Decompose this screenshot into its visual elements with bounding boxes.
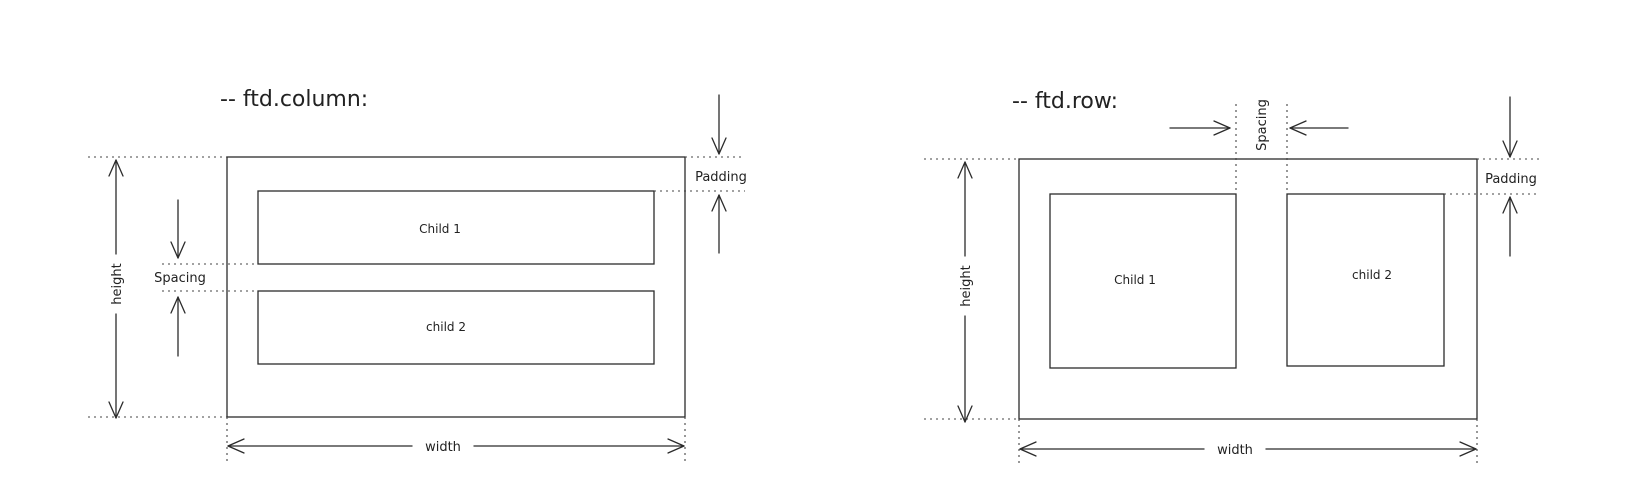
row-title: -- ftd.row:	[1012, 89, 1118, 114]
column-container-box	[226, 156, 686, 418]
column-width-arrow	[227, 438, 685, 454]
column-title: -- ftd.column:	[220, 87, 368, 112]
row-width-arrow	[1019, 441, 1477, 457]
row-width-label: width	[1217, 443, 1253, 458]
column-child-2-box	[257, 290, 655, 365]
row-diagram: -- ftd.row: Child 1 child 2 height	[924, 89, 1540, 466]
row-child-1-box	[1049, 193, 1237, 369]
row-container-box	[1018, 158, 1478, 420]
column-width-label: width	[425, 440, 461, 455]
column-diagram: -- ftd.column: Child 1 child 2 height	[88, 87, 747, 462]
column-child-1-label: Child 1	[419, 222, 461, 236]
column-spacing-arrows	[170, 199, 186, 357]
row-child-1-label: Child 1	[1114, 273, 1156, 287]
column-padding-arrows	[711, 94, 727, 254]
row-height-arrow	[957, 161, 973, 423]
column-child-2-label: child 2	[426, 320, 466, 334]
row-spacing-arrows	[1169, 120, 1349, 136]
row-spacing-label: Spacing	[1255, 99, 1270, 151]
column-child-1-box	[257, 190, 655, 265]
column-height-arrow	[108, 159, 124, 419]
column-padding-label: Padding	[695, 170, 747, 185]
row-padding-arrows	[1502, 96, 1518, 257]
column-height-label: height	[110, 263, 125, 304]
row-child-2-box	[1286, 193, 1445, 367]
row-height-label: height	[959, 265, 974, 306]
column-spacing-label: Spacing	[154, 271, 206, 286]
row-padding-label: Padding	[1485, 172, 1537, 187]
row-child-2-label: child 2	[1352, 268, 1392, 282]
